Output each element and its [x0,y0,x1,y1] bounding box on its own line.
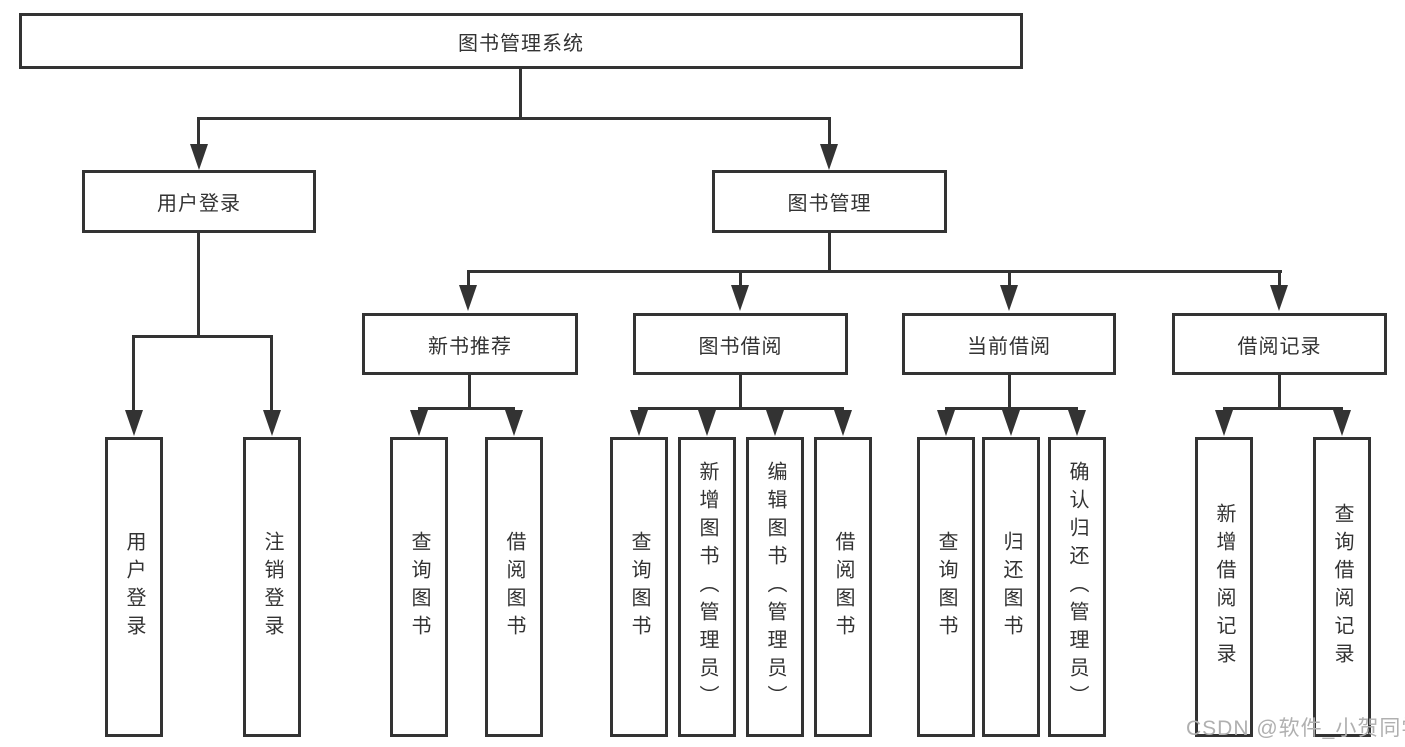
connector-sec3-down [1008,375,1011,409]
leaf-borrow-books-2: 借阅图书 [814,437,872,737]
connector-login-leaf2-stem [270,335,273,411]
arrowhead-sec4-leaf2 [1333,410,1351,436]
arrowhead-sec2-leaf1 [630,410,648,436]
arrowhead-sec4-leaf1 [1215,410,1233,436]
arrowhead-sec2 [731,285,749,311]
leaf-label: 查询图书 [408,531,430,643]
node-root: 图书管理系统 [19,13,1023,69]
leaf-add-borrow-record: 新增借阅记录 [1195,437,1253,737]
connector-sec4-splitter [1223,407,1343,410]
arrowhead-sec2-leaf4 [834,410,852,436]
connector-login-stem [197,117,200,147]
node-current-borrow: 当前借阅 [902,313,1116,375]
watermark: CSDN @软件_小贺同学 [1186,717,1405,740]
leaf-label: 编辑图书（管理员） [764,461,786,713]
connector-root-stem [519,69,522,118]
leaf-query-books-3: 查询图书 [917,437,975,737]
connector-manage-down [828,233,831,273]
arrowhead-sec3 [1000,285,1018,311]
leaf-label: 归还图书 [1000,531,1022,643]
leaf-label: 新增图书（管理员） [696,461,718,713]
connector-sec1-stem [467,270,470,287]
connector-sec4-down [1278,375,1281,409]
leaf-query-books-2: 查询图书 [610,437,668,737]
connector-sec2-stem [739,270,742,287]
leaf-label: 查询借阅记录 [1331,503,1353,671]
node-new-book-recommend: 新书推荐 [362,313,578,375]
arrowhead-sec3-leaf3 [1068,410,1086,436]
leaf-user-login: 用户登录 [105,437,163,737]
leaf-label: 借阅图书 [832,531,854,643]
leaf-label: 新增借阅记录 [1213,503,1235,671]
leaf-label: 注销登录 [261,531,283,643]
leaf-confirm-return-admin: 确认归还（管理员） [1048,437,1106,737]
leaf-label: 借阅图书 [503,531,525,643]
leaf-logout: 注销登录 [243,437,301,737]
connector-login-splitter [133,335,273,338]
node-user-login-branch: 用户登录 [82,170,316,233]
node-label: 当前借阅 [967,335,1051,358]
leaf-label: 确认归还（管理员） [1066,461,1088,713]
leaf-borrow-books-1: 借阅图书 [485,437,543,737]
arrowhead-login [190,144,208,170]
connector-level3-splitter [468,270,1282,273]
connector-sec4-stem [1278,270,1281,287]
connector-sec3-stem [1008,270,1011,287]
connector-sec2-splitter [638,407,844,410]
leaf-query-borrow-record: 查询借阅记录 [1313,437,1371,737]
arrowhead-sec2-leaf2 [698,410,716,436]
arrowhead-login-leaf2 [263,410,281,436]
connector-login-leaf1-stem [132,335,135,411]
connector-sec1-down [468,375,471,409]
arrowhead-manage [820,144,838,170]
node-borrow-records: 借阅记录 [1172,313,1387,375]
node-book-management: 图书管理 [712,170,947,233]
leaf-return-books: 归还图书 [982,437,1040,737]
connector-manage-stem [828,117,831,147]
node-book-borrow: 图书借阅 [633,313,848,375]
connector-login-down [197,233,200,337]
node-root-label: 图书管理系统 [458,32,584,55]
arrowhead-login-leaf1 [125,410,143,436]
arrowhead-sec1-leaf2 [505,410,523,436]
connector-sec1-splitter [418,407,515,410]
leaf-label: 用户登录 [123,531,145,643]
node-label: 用户登录 [157,193,241,215]
arrowhead-sec1 [459,285,477,311]
node-label: 新书推荐 [428,335,512,358]
arrowhead-sec3-leaf1 [937,410,955,436]
node-label: 借阅记录 [1237,335,1322,358]
node-label: 图书借阅 [698,335,783,358]
connector-sec3-splitter [945,407,1078,410]
arrowhead-sec2-leaf3 [766,410,784,436]
node-label: 图书管理 [787,193,872,215]
leaf-label: 查询图书 [935,531,957,643]
connector-level2-splitter [198,117,831,120]
leaf-add-books-admin: 新增图书（管理员） [678,437,736,737]
leaf-query-books-1: 查询图书 [390,437,448,737]
leaf-edit-books-admin: 编辑图书（管理员） [746,437,804,737]
arrowhead-sec3-leaf2 [1002,410,1020,436]
leaf-label: 查询图书 [628,531,650,643]
arrowhead-sec4 [1270,285,1288,311]
arrowhead-sec1-leaf1 [410,410,428,436]
connector-sec2-down [739,375,742,409]
